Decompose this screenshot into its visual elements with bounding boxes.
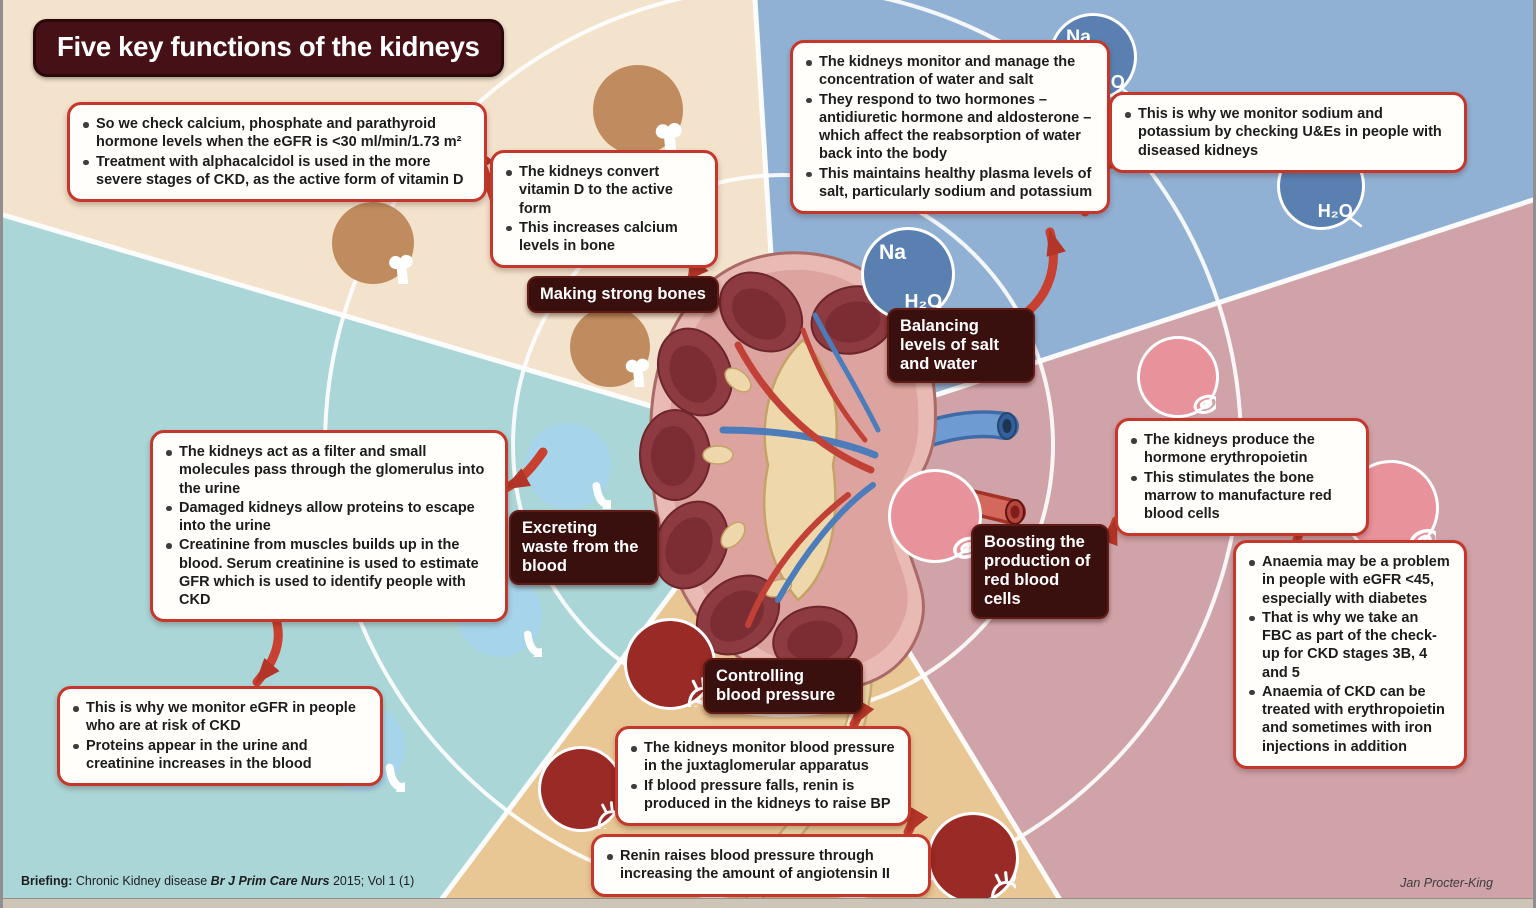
heart-icon bbox=[538, 746, 624, 832]
bone-icon bbox=[570, 307, 650, 387]
note-vitamin-d: The kidneys convert vitamin D to the act… bbox=[490, 150, 718, 269]
bottom-bar bbox=[3, 898, 1533, 908]
note-blood-pressure: The kidneys monitor blood pressure in th… bbox=[615, 726, 911, 827]
bullet-item: Renin raises blood pressure through incr… bbox=[604, 847, 916, 884]
bullet-list: The kidneys convert vitamin D to the act… bbox=[503, 163, 703, 255]
briefing-citation: Briefing: Chronic Kidney disease Br J Pr… bbox=[21, 874, 414, 888]
note-renin: Renin raises blood pressure through incr… bbox=[591, 834, 931, 897]
bullet-item: So we check calcium, phosphate and parat… bbox=[80, 115, 472, 152]
issue-info: 2015; Vol 1 (1) bbox=[329, 874, 415, 888]
label-balancing-salt-water: Balancing levels of salt and water bbox=[887, 308, 1035, 384]
page-title: Five key functions of the kidneys bbox=[33, 19, 504, 77]
svg-text:H₂O: H₂O bbox=[904, 290, 942, 312]
bullet-item: If blood pressure falls, renin is produc… bbox=[628, 777, 896, 814]
journal-name: Br J Prim Care Nurs bbox=[210, 874, 330, 888]
bullet-item: Treatment with alphacalcidol is used in … bbox=[80, 153, 472, 190]
bullet-item: The kidneys monitor and manage the conce… bbox=[803, 53, 1095, 90]
bullet-item: Damaged kidneys allow proteins to escape… bbox=[163, 499, 493, 536]
bullet-item: Anaemia of CKD can be treated with eryth… bbox=[1246, 683, 1452, 756]
bullet-item: That is why we take an FBC as part of th… bbox=[1246, 609, 1452, 682]
heart-icon bbox=[927, 812, 1019, 904]
bullet-item: This stimulates the bone marrow to manuf… bbox=[1128, 469, 1354, 524]
bullet-item: This is why we monitor eGFR in people wh… bbox=[70, 699, 368, 736]
note-water-salt: The kidneys monitor and manage the conce… bbox=[790, 40, 1110, 215]
bullet-list: Anaemia may be a problem in people with … bbox=[1246, 553, 1452, 756]
bullet-item: They respond to two hormones – antidiure… bbox=[803, 91, 1095, 164]
bullet-item: This maintains healthy plasma levels of … bbox=[803, 165, 1095, 202]
note-anaemia: Anaemia may be a problem in people with … bbox=[1233, 540, 1467, 769]
bone-icon bbox=[332, 202, 414, 284]
note-calcium-checks: So we check calcium, phosphate and parat… bbox=[67, 102, 487, 203]
bladder-icon bbox=[525, 423, 611, 509]
note-erythropoietin: The kidneys produce the hormone erythrop… bbox=[1115, 418, 1369, 537]
briefing-label: Briefing: bbox=[21, 874, 73, 888]
svg-text:Na: Na bbox=[879, 241, 906, 264]
bullet-list: Renin raises blood pressure through incr… bbox=[604, 847, 916, 884]
red-blood-cells-icon bbox=[888, 469, 982, 563]
salt-water-icon: Na H₂O bbox=[861, 227, 955, 321]
note-egfr-monitoring: This is why we monitor eGFR in people wh… bbox=[57, 686, 383, 787]
label-excreting-waste: Excreting waste from the blood bbox=[509, 510, 659, 586]
label-controlling-bp: Controlling blood pressure bbox=[703, 658, 863, 715]
bullet-list: The kidneys produce the hormone erythrop… bbox=[1128, 431, 1354, 523]
label-boosting-red-cells: Boosting the production of red blood cel… bbox=[971, 524, 1109, 619]
red-blood-cells-icon bbox=[1137, 336, 1219, 418]
bullet-item: The kidneys produce the hormone erythrop… bbox=[1128, 431, 1354, 468]
note-ues-monitoring: This is why we monitor sodium and potass… bbox=[1109, 92, 1467, 173]
bullet-item: Anaemia may be a problem in people with … bbox=[1246, 553, 1452, 608]
author-credit: Jan Procter-King bbox=[1400, 876, 1493, 890]
bullet-list: The kidneys act as a filter and small mo… bbox=[163, 443, 493, 609]
bullet-list: The kidneys monitor blood pressure in th… bbox=[628, 739, 896, 813]
kidney-illustration bbox=[639, 251, 1026, 905]
bullet-item: Creatinine from muscles builds up in the… bbox=[163, 536, 493, 609]
bullet-list: The kidneys monitor and manage the conce… bbox=[803, 53, 1095, 201]
bullet-item: Proteins appear in the urine and creatin… bbox=[70, 737, 368, 774]
bone-icon bbox=[593, 65, 683, 155]
bullet-list: So we check calcium, phosphate and parat… bbox=[80, 115, 472, 189]
bullet-item: The kidneys act as a filter and small mo… bbox=[163, 443, 493, 498]
note-filter: The kidneys act as a filter and small mo… bbox=[150, 430, 508, 623]
svg-text:H₂O: H₂O bbox=[1318, 201, 1353, 221]
label-making-strong-bones: Making strong bones bbox=[527, 276, 719, 314]
bullet-item: The kidneys convert vitamin D to the act… bbox=[503, 163, 703, 218]
bullet-list: This is why we monitor sodium and potass… bbox=[1122, 105, 1452, 160]
bullet-list: This is why we monitor eGFR in people wh… bbox=[70, 699, 368, 773]
bullet-item: This increases calcium levels in bone bbox=[503, 219, 703, 256]
bullet-item: This is why we monitor sodium and potass… bbox=[1122, 105, 1452, 160]
briefing-text: Chronic Kidney disease bbox=[72, 874, 211, 888]
bullet-item: The kidneys monitor blood pressure in th… bbox=[628, 739, 896, 776]
